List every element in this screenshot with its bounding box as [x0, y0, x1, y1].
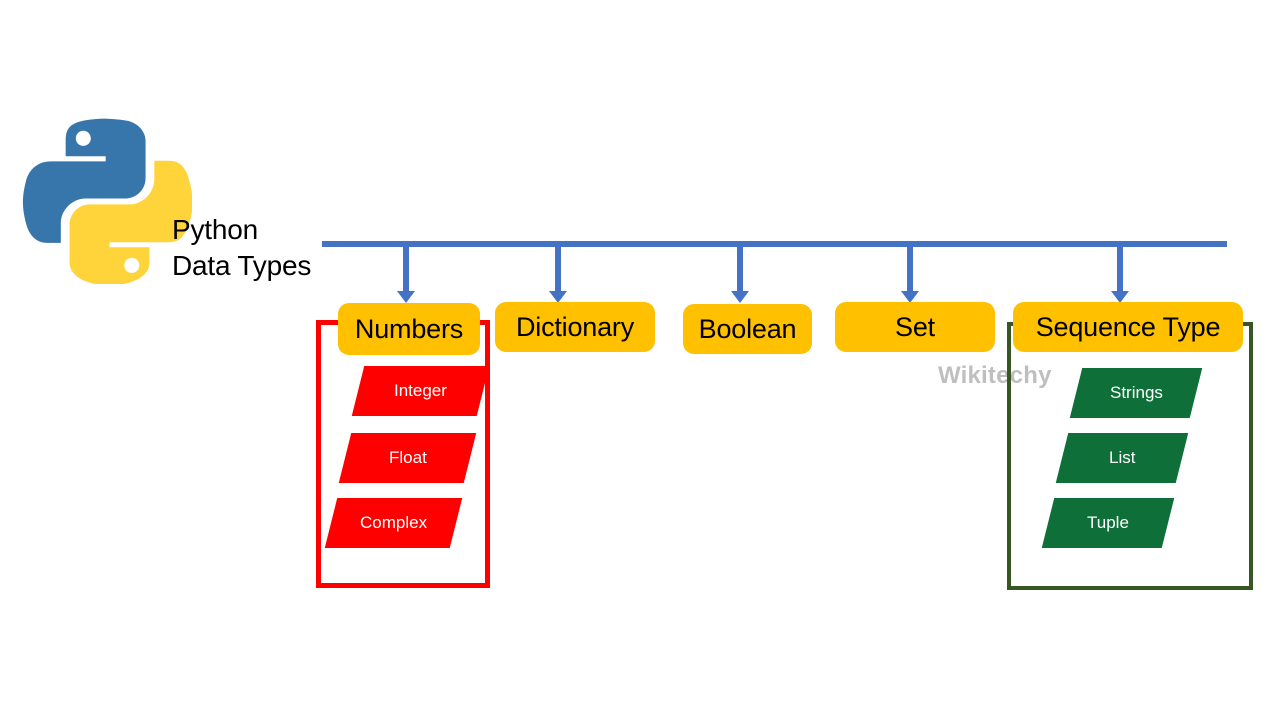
connector-stem-sequence-type — [1117, 247, 1123, 291]
subtype-integer[interactable]: Integer — [351, 366, 490, 416]
subtype-strings[interactable]: Strings — [1069, 368, 1203, 418]
subtype-label-list: List — [1108, 448, 1136, 467]
arrow-head-sequence-type — [1111, 291, 1129, 303]
python-logo-icon — [20, 112, 192, 284]
subtype-label-integer: Integer — [394, 381, 447, 400]
subtype-tuple[interactable]: Tuple — [1041, 498, 1175, 548]
connector-stem-boolean — [737, 247, 743, 291]
title-line-2: Data Types — [172, 250, 312, 281]
watermark-label: Wikitechy — [938, 362, 1052, 389]
arrow-head-dictionary — [549, 291, 567, 303]
category-label-dictionary: Dictionary — [515, 311, 635, 342]
category-label-sequence-type: Sequence Type — [1035, 311, 1221, 342]
subtype-label-strings: Strings — [1109, 383, 1163, 402]
connector-stem-numbers — [403, 247, 409, 291]
connector-stem-set — [907, 247, 913, 291]
category-label-boolean: Boolean — [698, 313, 797, 344]
title-line-1: Python — [172, 214, 258, 245]
arrow-head-boolean — [731, 291, 749, 303]
category-box-numbers[interactable]: Numbers — [338, 303, 480, 355]
category-box-sequence-type[interactable]: Sequence Type — [1013, 302, 1243, 352]
category-box-dictionary[interactable]: Dictionary — [495, 302, 655, 352]
connector-bar — [322, 241, 1227, 247]
category-label-numbers: Numbers — [354, 313, 464, 344]
subtype-list[interactable]: List — [1055, 433, 1189, 483]
subtype-float[interactable]: Float — [338, 433, 477, 483]
subtype-label-complex: Complex — [359, 513, 428, 532]
subtype-complex[interactable]: Complex — [324, 498, 463, 548]
category-box-set[interactable]: Set — [835, 302, 995, 352]
category-box-boolean[interactable]: Boolean — [683, 304, 812, 354]
category-label-set: Set — [895, 311, 935, 342]
arrow-head-numbers — [397, 291, 415, 303]
arrow-head-set — [901, 291, 919, 303]
subtype-label-float: Float — [388, 448, 427, 467]
connector-stem-dictionary — [555, 247, 561, 291]
subtype-label-tuple: Tuple — [1087, 513, 1129, 532]
